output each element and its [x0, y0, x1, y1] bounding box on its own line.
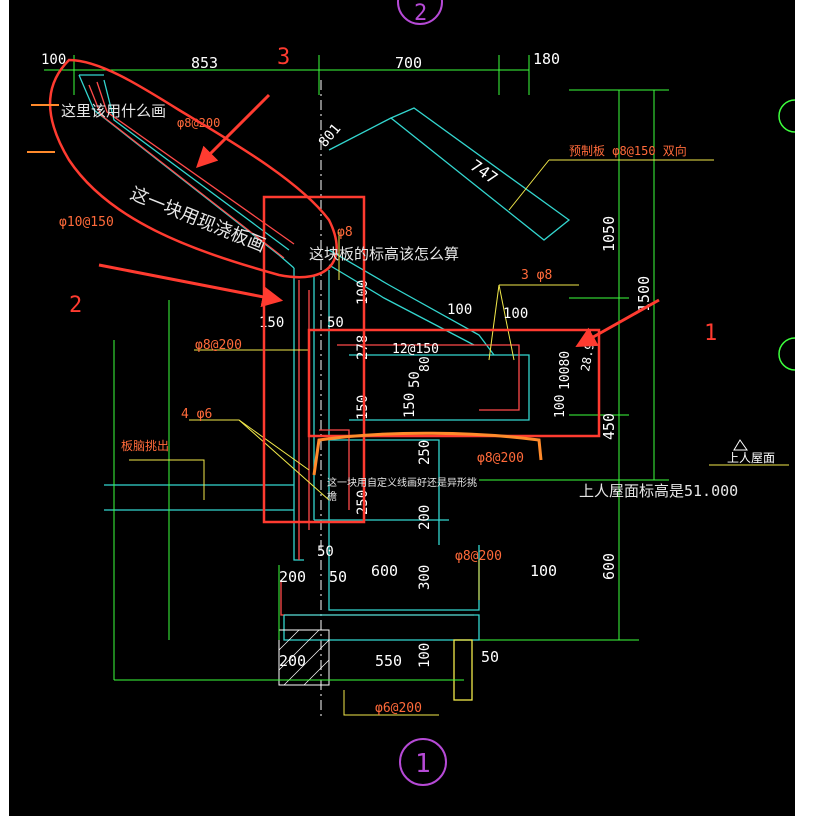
elevation-triangle	[733, 439, 748, 451]
note-custom-line: 这一块用自定义线画好还是异形挑	[327, 476, 477, 489]
dim-200-a: 200	[417, 505, 433, 530]
cad-drawing: 2 1 100 853 700 180 1050 1500 450 600	[27, 0, 796, 786]
markup-arrow-2	[98, 263, 284, 308]
axis-bubble-top: 2	[397, 0, 443, 26]
note-roof-elevation: 上人屋面标高是51.000	[579, 482, 738, 500]
svg-text:2: 2	[414, 1, 427, 26]
top-dimension-chain	[44, 55, 530, 95]
label-phi8-200-mid: φ8@200	[195, 338, 242, 353]
precast-slab	[328, 107, 571, 241]
dim-200-b: 200	[279, 568, 306, 586]
axis-bubble-bottom: 1	[399, 738, 447, 786]
dim-250-a: 250	[417, 440, 433, 465]
dim-50-e: 50	[481, 648, 499, 666]
dim-50-a: 50	[327, 315, 344, 331]
note-cast-slab: 这一块用现浇板画	[127, 183, 268, 256]
markup-outline-3	[48, 58, 338, 279]
label-roof: 上人屋面	[727, 451, 775, 465]
markup-number-3: 3	[277, 45, 290, 70]
axis-bubble-right-a	[778, 99, 796, 133]
dim-1500: 1500	[635, 276, 653, 312]
axis-bubble-right-b	[778, 337, 796, 371]
dim-600-right: 600	[600, 553, 618, 580]
sloped-slab-left-rebar	[88, 81, 295, 259]
label-4phi6: 4 φ6	[181, 407, 212, 422]
dim-100-e: 100	[530, 562, 557, 580]
dim-80: 80	[418, 356, 433, 372]
dim-550: 550	[375, 652, 402, 670]
markup-number-1: 1	[704, 321, 717, 346]
dim-50-b: 50	[407, 371, 423, 388]
dim-100-f: 100	[417, 643, 433, 668]
dim-100-d: 100	[553, 395, 568, 418]
dim-150-a: 150	[259, 315, 284, 331]
svg-text:1: 1	[415, 749, 431, 779]
note-what-to-draw: 这里该用什么画	[61, 102, 166, 120]
cad-drawing-canvas: 2 1 100 853 700 180 1050 1500 450 600	[9, 0, 796, 816]
left-extension-lines	[113, 300, 464, 681]
dim-50-d: 50	[329, 568, 347, 586]
markup-orange-ticks	[27, 104, 59, 153]
label-phi8-200-right: φ8@200	[477, 451, 524, 466]
note-custom-line-2: 檐	[327, 490, 337, 503]
dim-10080: 10080	[558, 351, 573, 390]
markup-arrow-1	[575, 298, 660, 348]
note-slab-elevation: 这块板的标高该怎么算	[309, 245, 459, 263]
markup-box-2	[262, 195, 366, 524]
dim-300: 300	[417, 565, 433, 590]
markup-number-2: 2	[69, 293, 82, 318]
bottom-ledge	[283, 614, 480, 701]
hatch-lines	[278, 629, 330, 686]
markup-orange-curve	[312, 431, 543, 476]
dim-700: 700	[395, 54, 422, 72]
markup-box-1	[307, 328, 601, 438]
dim-50-c: 50	[317, 544, 334, 560]
dim-100-c: 100	[503, 306, 528, 322]
left-board	[104, 484, 294, 511]
leader-lines	[129, 159, 789, 716]
dim-12-150: 12@150	[392, 342, 439, 357]
dim-100-top: 100	[41, 52, 66, 68]
label-phi10-150: φ10@150	[59, 215, 114, 230]
dim-150-c: 150	[402, 393, 418, 418]
label-phi8-200-low: φ8@200	[455, 549, 502, 564]
label-board: 板脑挑出	[121, 439, 169, 453]
dim-180: 180	[533, 50, 560, 68]
label-precast-slab: 预制板 φ8@150 双向	[569, 143, 687, 158]
dim-200-c: 200	[279, 652, 306, 670]
dim-1050: 1050	[600, 216, 618, 252]
right-dimension-chain	[479, 89, 669, 641]
dim-100-b: 100	[447, 302, 472, 318]
label-phi6-200: φ6@200	[375, 701, 422, 716]
dim-853: 853	[191, 54, 218, 72]
dim-450: 450	[600, 413, 618, 440]
label-phi8: φ8	[337, 225, 353, 240]
label-3phi8: 3 φ8	[521, 268, 552, 283]
markup-arrow-3	[196, 93, 271, 168]
dim-600-inner: 600	[371, 562, 398, 580]
dim-801: 801	[316, 121, 345, 151]
